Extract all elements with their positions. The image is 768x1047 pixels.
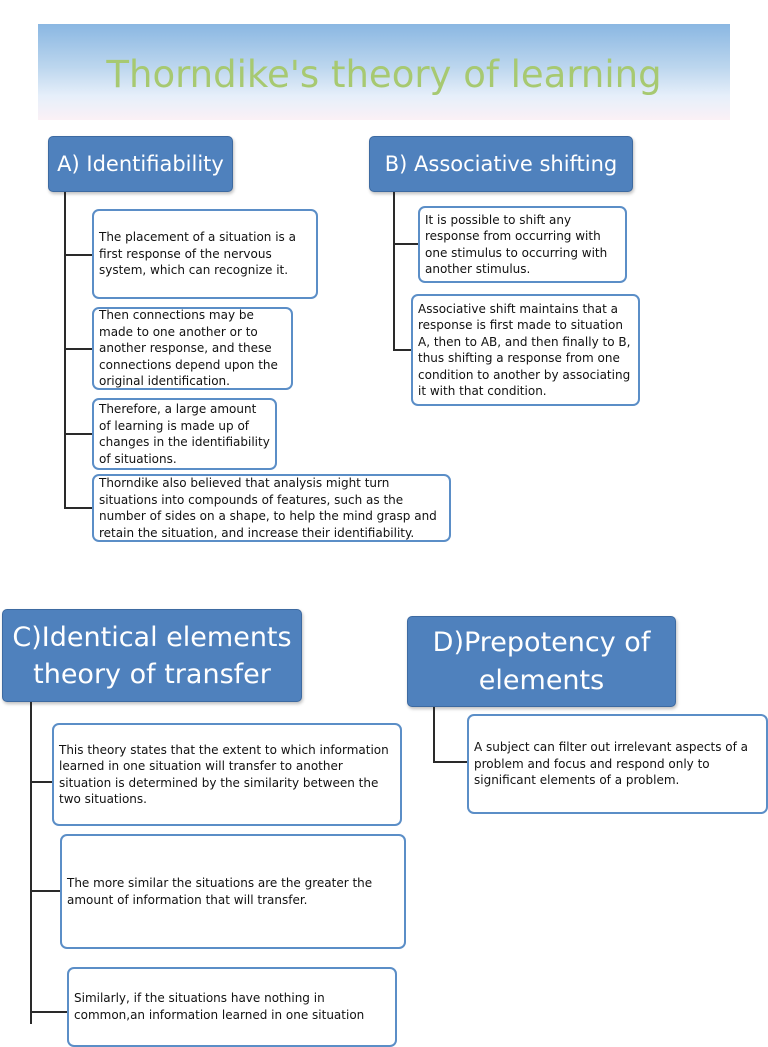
section-b-card-1: It is possible to shift any response fro… [418,206,627,283]
section-a-card-2-text: Then connections may be made to one anot… [99,308,278,389]
section-c-card-2: The more similar the situations are the … [60,834,406,949]
section-d-card-1: A subject can filter out irrelevant aspe… [467,714,768,814]
section-d-connector [433,707,435,763]
section-a-branch-3 [64,433,94,435]
section-a-card-1-text: The placement of a situation is a first … [99,230,296,278]
section-c-card-1: This theory states that the extent to wh… [52,723,402,826]
section-b-header: B) Associative shifting [369,136,633,192]
section-a-branch-4 [64,507,94,509]
section-d-heading-line-2: elements [478,664,605,696]
section-c-heading-line-1: C)Identical elements [12,621,292,653]
section-a-branch-2 [64,348,94,350]
section-c-header: C)Identical elements theory of transfer [2,609,302,702]
section-b-card-2: Associative shift maintains that a respo… [411,294,640,406]
section-c-branch-1 [30,781,54,783]
title-banner: Thorndike's theory of learning [38,24,730,120]
section-c-branch-3 [30,1011,68,1013]
section-b-card-2-text: Associative shift maintains that a respo… [418,301,631,399]
section-c-card-3-text: Similarly, if the situations have nothin… [74,991,365,1022]
section-a-card-1: The placement of a situation is a first … [92,209,318,299]
section-d-card-1-text: A subject can filter out irrelevant aspe… [474,740,749,788]
section-c-card-2-text: The more similar the situations are the … [67,876,373,907]
section-c-card-1-text: This theory states that the extent to wh… [59,742,389,807]
section-a-card-4-text: Thorndike also believed that analysis mi… [99,476,437,540]
page-title: Thorndike's theory of learning [106,52,662,96]
section-b-card-1-text: It is possible to shift any response fro… [425,212,608,277]
section-d-branch-1 [433,761,469,763]
section-c-heading-line-2: theory of transfer [33,658,271,690]
section-b-branch-2 [393,349,413,351]
section-b-heading: B) Associative shifting [384,152,618,176]
section-c-card-3: Similarly, if the situations have nothin… [67,967,397,1047]
section-a-card-3: Therefore, a large amount of learning is… [92,398,277,470]
section-a-card-4: Thorndike also believed that analysis mi… [92,474,451,542]
section-c-connector [30,702,32,1024]
section-a-header: A) Identifiability [48,136,233,192]
section-d-header: D)Prepotency of elements [407,616,676,707]
section-b-branch-1 [393,243,420,245]
section-d-heading-line-1: D)Prepotency of [432,626,651,658]
section-a-card-2: Then connections may be made to one anot… [92,307,293,390]
section-c-branch-2 [30,890,62,892]
section-a-connector [64,192,66,508]
section-a-branch-1 [64,254,94,256]
section-b-connector [393,192,395,351]
section-a-card-3-text: Therefore, a large amount of learning is… [99,402,270,466]
section-a-heading: A) Identifiability [57,152,224,176]
